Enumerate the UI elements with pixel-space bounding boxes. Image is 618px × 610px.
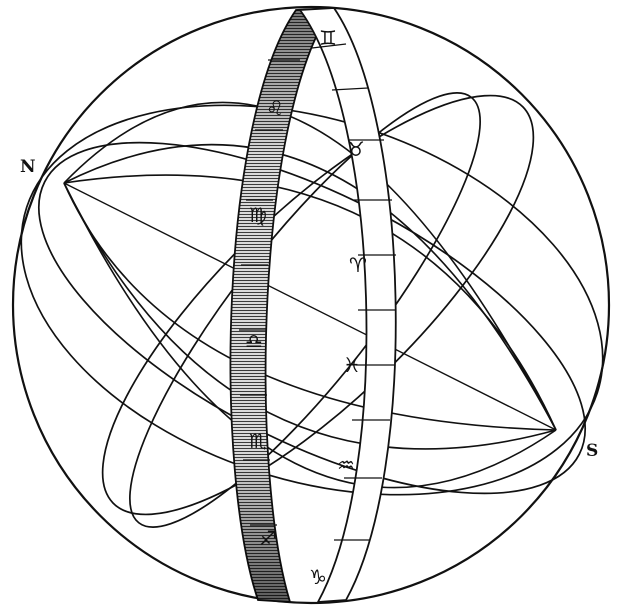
polar-axis: [63, 182, 557, 431]
north-pole-label: N: [20, 157, 36, 177]
zodiac-sign-capricorn: ♑: [309, 565, 327, 589]
zodiac-sign-pisces: ♓: [343, 353, 361, 377]
meridian-circles: [63, 101, 557, 489]
zodiac-band-back: [229, 7, 334, 603]
zodiac-sign-scorpio: ♏: [249, 429, 267, 453]
zodiac-sign-gemini: ♊: [319, 26, 337, 50]
front-band-signs: ♊ ♉ ♈ ♓ ♒ ♑: [309, 26, 367, 589]
zodiac-sign-sagittarius: ♐: [259, 526, 277, 550]
zodiac-sign-taurus: ♉: [347, 137, 365, 161]
back-band-signs: ♌ ♍ ♎ ♏ ♐: [245, 96, 284, 550]
zodiac-sign-leo: ♌: [266, 96, 284, 120]
south-pole-label: S: [586, 441, 598, 461]
zodiac-sign-aries: ♈: [349, 253, 367, 277]
zodiac-sign-virgo: ♍: [249, 203, 267, 227]
zodiac-sign-libra: ♎: [245, 329, 263, 353]
tilted-circles: [20, 92, 604, 528]
zodiac-sign-aquarius: ♒: [337, 453, 355, 477]
sphere-outline: [11, 5, 611, 605]
zodiac-band-front: [298, 7, 397, 604]
